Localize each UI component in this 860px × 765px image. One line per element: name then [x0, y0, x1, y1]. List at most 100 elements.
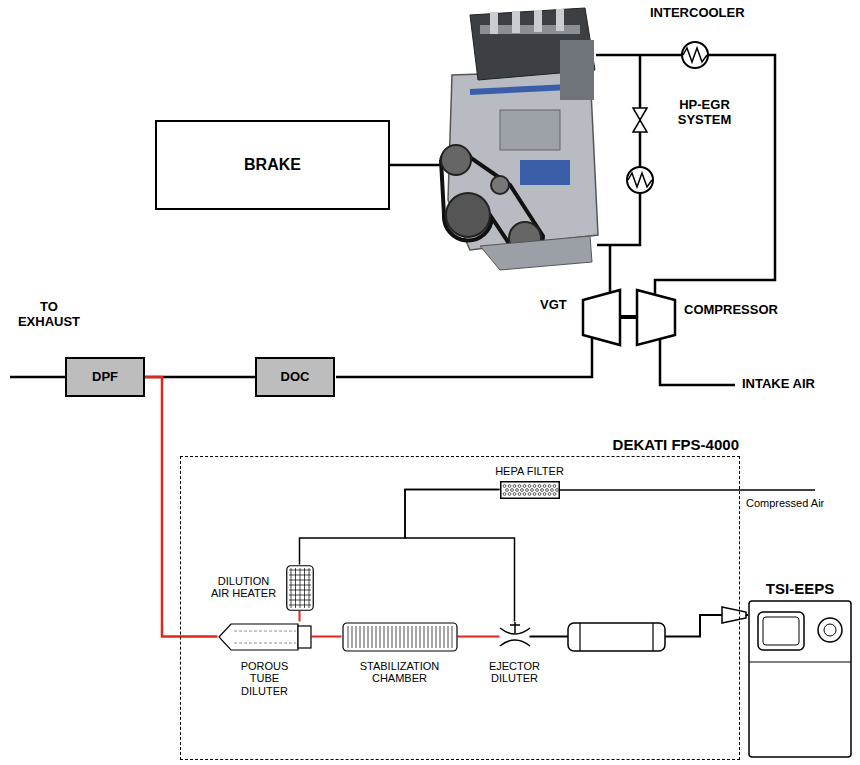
egr-valve-symbol	[633, 108, 647, 120]
engine-detail	[520, 160, 570, 185]
filter-symbol	[500, 481, 560, 499]
node-label: DPF	[86, 370, 124, 385]
filter-mesh	[533, 492, 536, 495]
inlet-cone	[722, 607, 746, 623]
part-label: Compressed Air	[746, 497, 824, 510]
node-label: TSI-EEPS	[766, 580, 834, 597]
chamber-symbol	[342, 622, 458, 652]
pulley	[441, 145, 471, 175]
filter-mesh	[520, 488, 523, 491]
compressed-air-line	[560, 489, 815, 491]
egr-valve-symbol	[633, 120, 647, 132]
porous-tube-body	[219, 624, 298, 650]
injector	[512, 11, 520, 33]
pipe-connector	[458, 636, 500, 638]
catalyst-box: DOC	[255, 357, 335, 397]
venturi-symbol	[500, 622, 530, 652]
porous-tube-diluter: POROUS TUBE DILUTER	[218, 622, 312, 652]
node-label: DILUTION AIR HEATER	[208, 575, 280, 600]
part-label: INTAKE AIR	[742, 377, 815, 392]
filter-mesh	[508, 484, 511, 487]
intake-manifold	[560, 40, 594, 100]
filter-box: DPF	[65, 357, 145, 397]
filter-mesh	[548, 492, 551, 495]
filter-mesh	[510, 488, 513, 491]
engine-illustration	[441, 8, 598, 270]
pipe-connector	[145, 377, 218, 637]
filter-mesh	[538, 492, 541, 495]
node-label: HEPA FILTER	[495, 465, 564, 478]
intake-air-pipe	[660, 339, 735, 385]
part-label: VGT	[540, 298, 567, 313]
instrument-screen-inner	[763, 617, 799, 645]
injector	[534, 10, 542, 32]
egr-cooler-symbol	[627, 167, 653, 193]
filter-mesh	[503, 484, 506, 487]
filter-mesh	[545, 488, 548, 491]
filter-mesh	[530, 488, 533, 491]
node-label: DEKATI FPS-4000	[613, 436, 739, 453]
pulley	[491, 176, 509, 194]
turbine-symbol	[583, 290, 620, 345]
filter-body	[500, 481, 559, 498]
porous-tube-wall	[234, 631, 296, 643]
filter-mesh	[550, 488, 553, 491]
venturi-feed	[510, 622, 520, 633]
intake-pipe	[596, 55, 775, 295]
instrument-screen	[758, 612, 804, 650]
instrument-symbol	[748, 600, 852, 758]
node-label: DOC	[275, 370, 316, 385]
brake-box: BRAKE	[155, 120, 390, 210]
stabilization-chamber: STABILIZATION CHAMBER	[342, 622, 458, 652]
heat-exchanger-circle	[682, 42, 708, 68]
filter-mesh	[525, 488, 528, 491]
filter-mesh	[528, 492, 531, 495]
porous-symbol	[218, 622, 312, 652]
node-label: STABILIZATION CHAMBER	[350, 660, 450, 685]
filter-mesh	[513, 492, 516, 495]
air-heater: DILUTION AIR HEATER	[286, 565, 314, 611]
node-label: POROUS TUBE DILUTER	[234, 660, 296, 698]
pipe-connector	[405, 490, 515, 622]
filter-mesh	[553, 484, 556, 487]
engine-detail	[500, 110, 560, 150]
part-label: HP-EGR SYSTEM	[667, 98, 742, 128]
instrument-knob	[818, 618, 842, 642]
compressor-symbol	[637, 290, 675, 345]
exhaust-outlet-pipe	[10, 376, 65, 379]
filter-mesh	[515, 488, 518, 491]
exhaust-pipe	[336, 338, 592, 377]
pipe-connector	[299, 611, 301, 622]
intercooler-symbol	[682, 42, 708, 68]
pipe-connector	[300, 490, 500, 565]
filter-mesh	[523, 484, 526, 487]
sampling-system-frame: DEKATI FPS-4000HEPA FILTERDILUTION AIR H…	[180, 456, 740, 760]
egr-pipe	[597, 55, 640, 245]
filter-mesh	[508, 492, 511, 495]
instrument-knob-inner	[824, 624, 836, 636]
injector	[556, 9, 564, 31]
node-label: BRAKE	[238, 156, 307, 174]
pulley	[446, 193, 490, 237]
part-label: TO EXHAUST	[14, 300, 84, 330]
pipe-connector	[312, 636, 342, 638]
filter-mesh	[555, 488, 558, 491]
turbo-shaft	[620, 315, 637, 319]
part-label: INTERCOOLER	[650, 6, 745, 21]
filter-mesh	[543, 484, 546, 487]
filter-mesh	[505, 488, 508, 491]
node-label: EJECTOR DILUTER	[484, 660, 546, 685]
heat-exchanger-circle	[627, 167, 653, 193]
heat-exchanger-zigzag	[683, 48, 707, 62]
dilution-stage-detail	[580, 623, 653, 651]
filter-mesh	[540, 488, 543, 491]
filter-mesh	[528, 484, 531, 487]
filter-mesh	[523, 492, 526, 495]
instrument-body	[749, 601, 851, 757]
instrument-panel-line	[749, 662, 851, 663]
hepa-filter: HEPA FILTER	[500, 481, 560, 499]
porous-tube-cap	[298, 626, 311, 648]
oil-pan	[480, 236, 592, 270]
particle-sizer: TSI-EEPS	[748, 600, 852, 758]
